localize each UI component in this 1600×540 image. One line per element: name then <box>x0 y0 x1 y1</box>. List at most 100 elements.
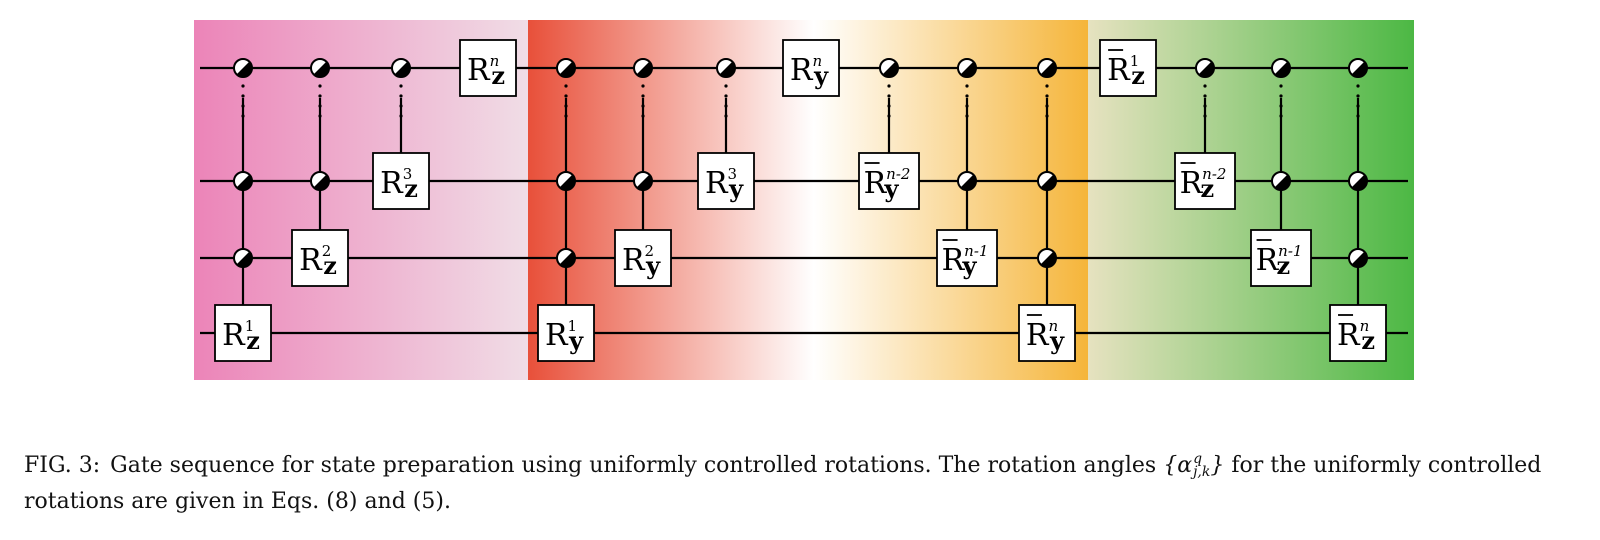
caption-text-after: for the uniformly controlled rotations a… <box>24 453 1542 514</box>
ellipsis-dot <box>1045 114 1049 118</box>
control-node <box>1348 248 1368 268</box>
gate-ybn: Rny <box>1018 304 1076 362</box>
ellipsis-dot <box>1203 84 1207 88</box>
control-node <box>233 248 253 268</box>
ellipsis-dot <box>965 114 969 118</box>
ellipsis-dot <box>965 84 969 88</box>
caption-math-sub: j,k <box>1193 464 1211 480</box>
control-node <box>233 58 253 78</box>
ellipsis-dot <box>641 94 645 98</box>
ellipsis-dot <box>1356 94 1360 98</box>
ellipsis-dot <box>1279 114 1283 118</box>
control-node <box>1271 58 1291 78</box>
gate-label: Rn-2y <box>864 165 911 203</box>
gate-zbn1: Rn-1z <box>1250 229 1312 287</box>
ellipsis-dot <box>1356 104 1360 108</box>
gate-label: Rn-1z <box>1256 242 1303 280</box>
figure-caption: FIG. 3:Gate sequence for state preparati… <box>24 448 1584 520</box>
gate-y1: R1y <box>537 304 595 362</box>
gate-y2: R2y <box>614 229 672 287</box>
gate-yn: Rny <box>782 39 840 97</box>
control-node <box>556 58 576 78</box>
ellipsis-dot <box>887 94 891 98</box>
gate-label: R1y <box>545 317 584 355</box>
ellipsis-dot <box>318 104 322 108</box>
ellipsis-dot <box>241 104 245 108</box>
gate-zbn2: Rn-2z <box>1174 152 1236 210</box>
control-node <box>556 248 576 268</box>
ellipsis-dot <box>641 114 645 118</box>
ellipsis-dot <box>1045 104 1049 108</box>
ellipsis-dot <box>887 104 891 108</box>
ellipsis-dot <box>399 104 403 108</box>
ellipsis-dot <box>241 114 245 118</box>
ellipsis-dot <box>399 84 403 88</box>
gate-label: R2y <box>622 242 661 280</box>
gate-label: Rn-1y <box>942 242 989 280</box>
gate-label: R1z <box>1107 52 1145 90</box>
ellipsis-dot <box>965 104 969 108</box>
control-node <box>1348 58 1368 78</box>
gate-ybn2: Rn-2y <box>858 152 920 210</box>
control-node <box>957 171 977 191</box>
gate-label: R1z <box>222 317 260 355</box>
control-node <box>233 171 253 191</box>
gate-label: Rn-2z <box>1180 165 1227 203</box>
ellipsis-dot <box>1279 94 1283 98</box>
ellipsis-dot <box>1279 84 1283 88</box>
ellipsis-dot <box>564 84 568 88</box>
ellipsis-dot <box>887 84 891 88</box>
ellipsis-dot <box>318 94 322 98</box>
ellipsis-dot <box>241 94 245 98</box>
ellipsis-dot <box>1203 94 1207 98</box>
ellipsis-dot <box>1203 104 1207 108</box>
ellipsis-dot <box>1045 94 1049 98</box>
gate-z1: R1z <box>214 304 272 362</box>
control-nodes <box>233 58 1368 268</box>
caption-math-sup: q <box>1193 451 1203 467</box>
ellipsis-dot <box>724 94 728 98</box>
gate-zbn: Rnz <box>1329 304 1387 362</box>
ellipsis-dot <box>1356 84 1360 88</box>
gate-label: Rnz <box>1337 317 1375 355</box>
caption-math-close: } <box>1210 453 1225 478</box>
ellipsis-dot <box>965 94 969 98</box>
gate-zn: Rnz <box>459 39 517 97</box>
gate-z3: R3z <box>372 152 430 210</box>
control-node <box>1037 248 1057 268</box>
control-node <box>556 171 576 191</box>
caption-text-before: Gate sequence for state preparation usin… <box>110 453 1164 478</box>
gate-label: R3y <box>705 165 744 203</box>
ellipsis-dot <box>641 104 645 108</box>
ellipsis-dot <box>1045 84 1049 88</box>
ellipsis-dot <box>724 114 728 118</box>
control-node <box>716 58 736 78</box>
ellipsis-dot <box>1203 114 1207 118</box>
rotation-gates: R1zR2zR3zRnzR1yR2yR3yRnyRn-2yRn-1yRnyR1z… <box>214 39 1387 362</box>
ellipsis-dot <box>241 84 245 88</box>
control-node <box>391 58 411 78</box>
control-node <box>633 171 653 191</box>
control-node <box>310 171 330 191</box>
control-node <box>879 58 899 78</box>
ellipsis-dot <box>318 84 322 88</box>
gate-z2: R2z <box>291 229 349 287</box>
control-node <box>1348 171 1368 191</box>
control-node <box>310 58 330 78</box>
ellipsis-dot <box>641 84 645 88</box>
control-node <box>1271 171 1291 191</box>
control-node <box>633 58 653 78</box>
control-node <box>1195 58 1215 78</box>
control-node <box>1037 58 1057 78</box>
ellipsis-dots <box>241 84 1360 118</box>
ellipsis-dot <box>399 114 403 118</box>
ellipsis-dot <box>564 114 568 118</box>
gate-ybn1: Rn-1y <box>936 229 998 287</box>
ellipsis-dot <box>724 104 728 108</box>
control-node <box>957 58 977 78</box>
ellipsis-dot <box>564 104 568 108</box>
ellipsis-dot <box>564 94 568 98</box>
ellipsis-dot <box>399 94 403 98</box>
gate-label: Rny <box>790 52 829 90</box>
